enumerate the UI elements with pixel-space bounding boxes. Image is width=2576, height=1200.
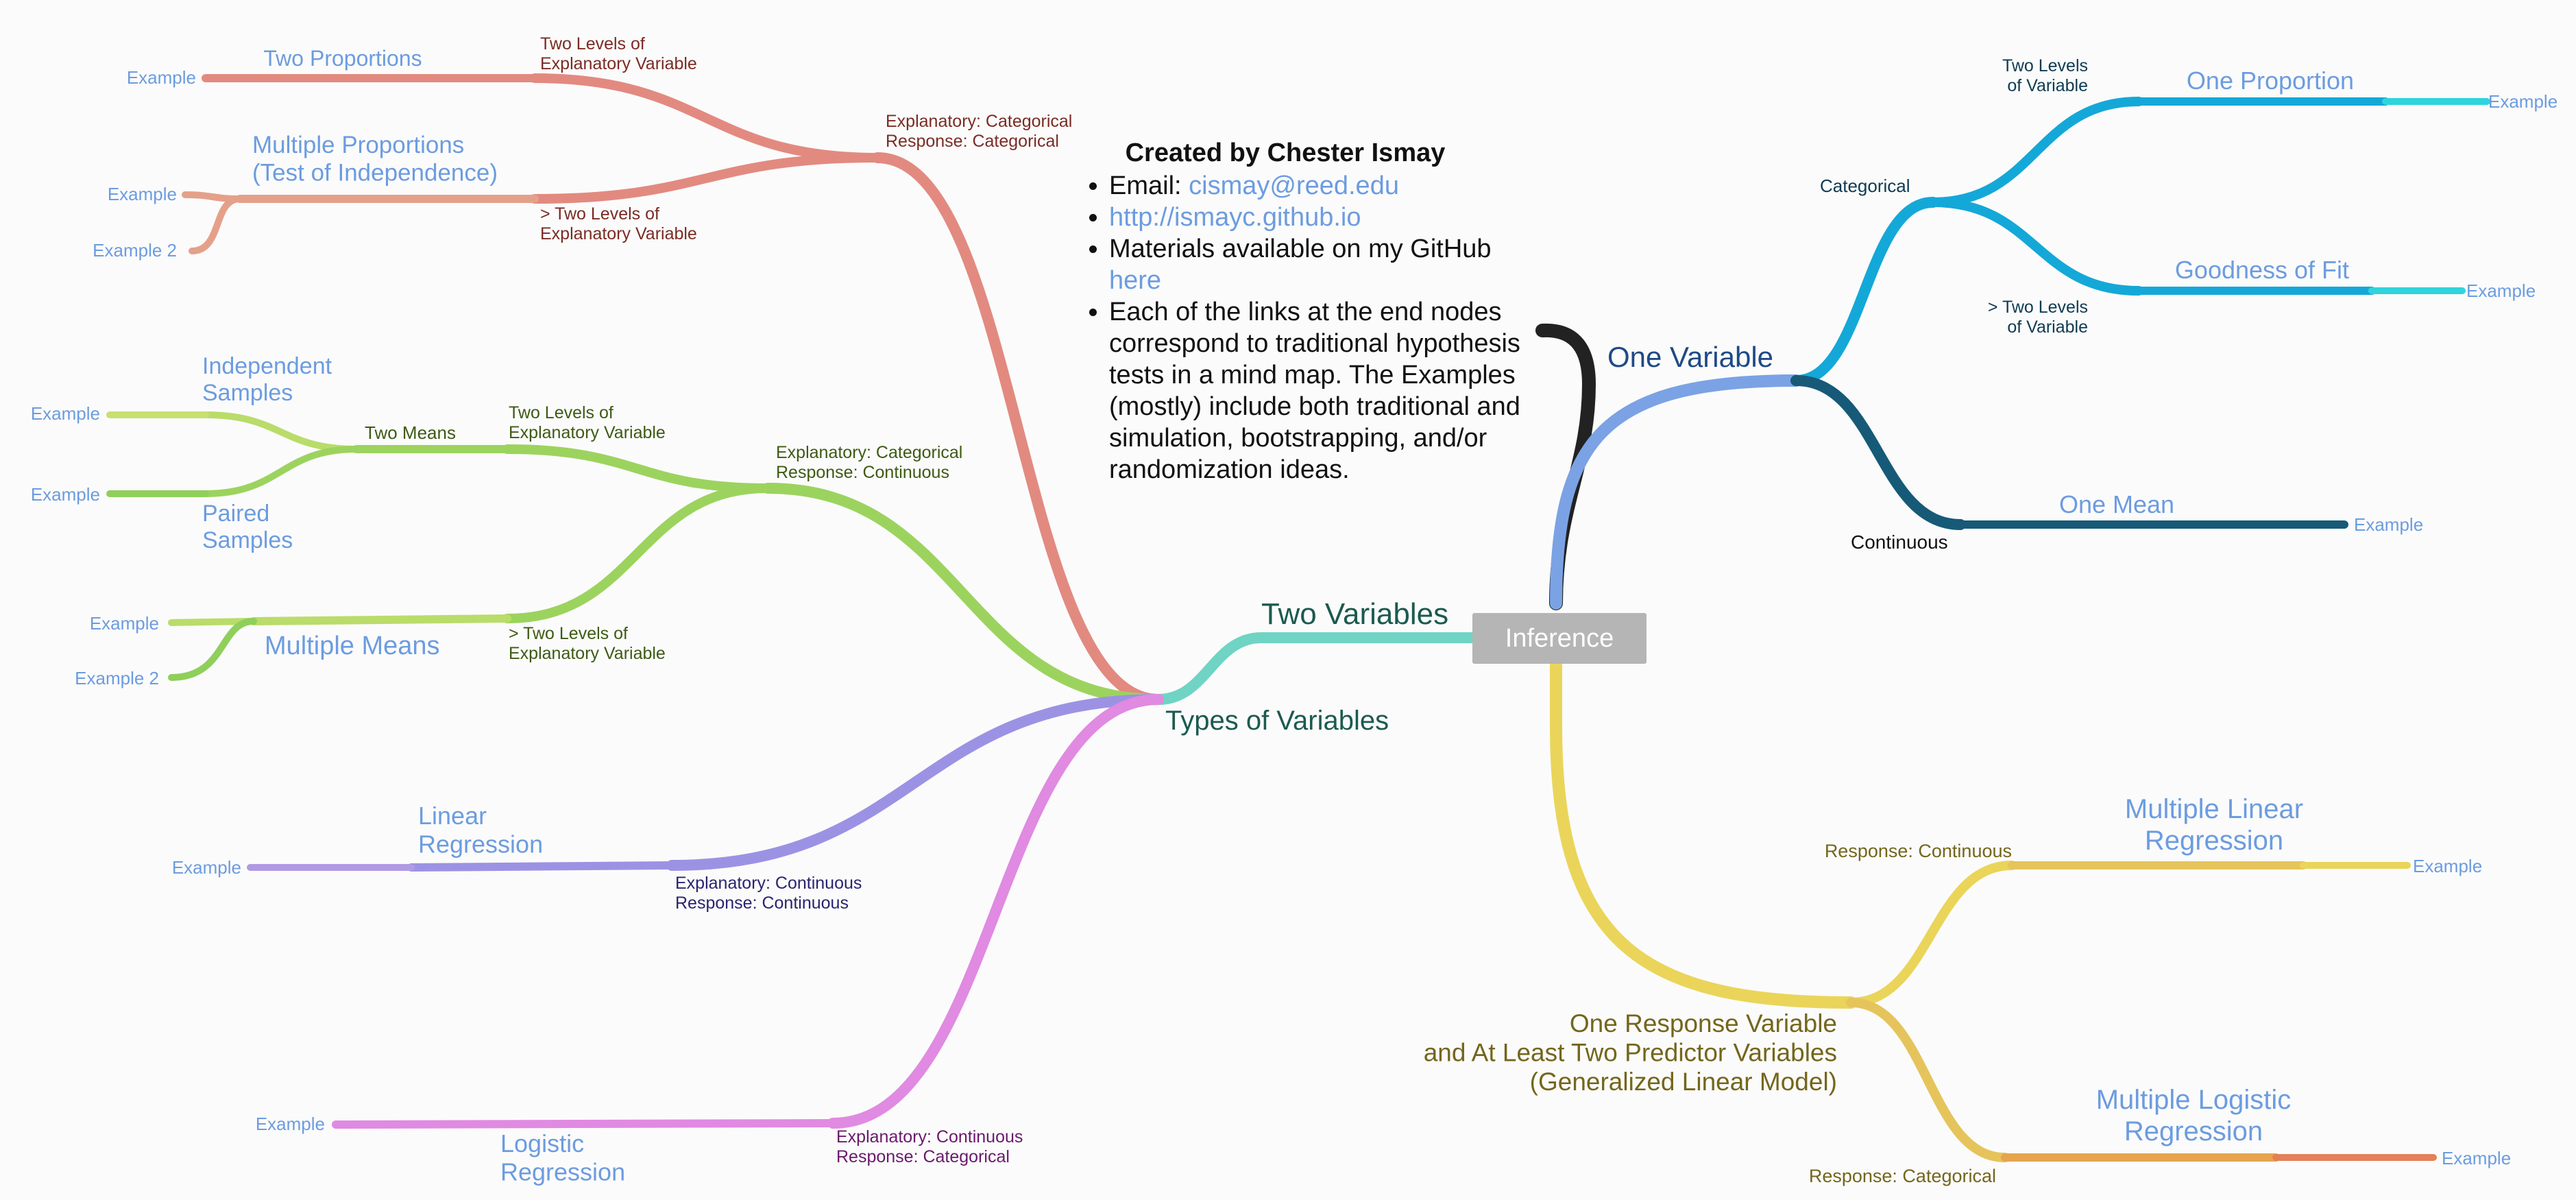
branch-two-levels-exp-a xyxy=(530,73,882,163)
github-here-link[interactable]: here xyxy=(1109,266,1162,295)
example-multiple-proportions-1[interactable]: Example xyxy=(108,184,177,204)
info-item-site: http://ismayc.github.io xyxy=(1109,202,1549,233)
node-goodness-of-fit[interactable]: Goodness of Fit xyxy=(2175,256,2349,284)
branch-continuous xyxy=(1790,375,1966,530)
node-one-variable: One Variable xyxy=(1607,341,1773,373)
materials-text: Materials available on my GitHub xyxy=(1109,235,1492,263)
branch-exp-cat-resp-cont xyxy=(762,483,1164,705)
example-multiple-means-1[interactable]: Example xyxy=(90,613,159,634)
example-multiple-means-2[interactable]: Example 2 xyxy=(75,668,159,688)
example-multiple-logistic-regression[interactable]: Example xyxy=(2442,1148,2511,1168)
branch-multiple-means xyxy=(250,614,511,625)
branch-multiple-means-ex2 xyxy=(168,618,257,681)
branch-gt-two-levels-exp-b xyxy=(502,483,773,623)
node-continuous: Continuous xyxy=(1851,531,1948,553)
example-paired-samples[interactable]: Example xyxy=(31,484,100,505)
node-types-of-variables: Types of Variables xyxy=(1165,706,1389,736)
example-goodness-of-fit[interactable]: Example xyxy=(2466,280,2536,301)
example-one-mean[interactable]: Example xyxy=(2354,514,2423,535)
branch-multiple-proportions-ex2 xyxy=(189,195,243,254)
email-prefix: Email: xyxy=(1109,171,1189,200)
node-multiple-proportions[interactable]: Multiple Proportions(Test of Independenc… xyxy=(252,132,498,186)
branch-two-levels-exp-b xyxy=(502,444,773,493)
example-multiple-proportions-2[interactable]: Example 2 xyxy=(93,240,177,261)
branch-logistic-regression xyxy=(332,1119,837,1129)
node-two-means: Two Means xyxy=(365,422,456,443)
node-two-proportions[interactable]: Two Proportions xyxy=(263,46,422,71)
root-node-inference[interactable]: Inference xyxy=(1472,613,1647,664)
node-one-mean[interactable]: One Mean xyxy=(2059,490,2174,518)
credit-heading: Created by Chester Ismay xyxy=(1125,139,1446,167)
node-categorical: Categorical xyxy=(1820,176,1910,196)
example-multiple-linear-regression[interactable]: Example xyxy=(2413,856,2482,876)
info-item-email: Email: cismay@reed.edu xyxy=(1109,170,1549,202)
website-link[interactable]: http://ismayc.github.io xyxy=(1109,203,1361,232)
node-two-variables: Two Variables xyxy=(1261,597,1448,631)
info-list: Email: cismay@reed.edu http://ismayc.git… xyxy=(1069,170,1549,485)
branch-two-levels-var xyxy=(1928,97,2143,207)
branch-one-variable xyxy=(1550,374,1802,610)
info-item-materials: Materials available on my GitHub here xyxy=(1109,233,1549,296)
email-link[interactable]: cismay@reed.edu xyxy=(1189,171,1399,200)
branch-exp-cat-resp-cat xyxy=(872,152,1164,705)
branch-response-continuous xyxy=(1846,861,2017,1007)
node-one-proportion[interactable]: One Proportion xyxy=(2187,67,2354,95)
branch-linear-regression xyxy=(407,861,676,872)
branch-gt-two-levels-exp-a xyxy=(530,153,882,204)
example-independent-samples[interactable]: Example xyxy=(31,403,100,424)
node-response-continuous: Response: Continuous xyxy=(1825,841,2012,861)
branch-exp-cont-resp-cat xyxy=(827,694,1164,1129)
info-item-note: Each of the links at the end nodes corre… xyxy=(1109,296,1549,485)
branch-exp-cont-resp-cont xyxy=(666,694,1164,871)
info-note: Created by Chester Ismay Email: cismay@r… xyxy=(1069,137,1549,485)
branch-two-variables xyxy=(1153,632,1479,705)
branch-categorical xyxy=(1790,197,1939,386)
branch-paired-samples xyxy=(202,446,360,497)
example-linear-regression[interactable]: Example xyxy=(172,857,241,878)
example-one-proportion[interactable]: Example xyxy=(2488,91,2557,112)
example-logistic-regression[interactable]: Example xyxy=(256,1114,325,1134)
mind-map-branches xyxy=(106,73,2490,1162)
node-multiple-means[interactable]: Multiple Means xyxy=(265,632,440,660)
branch-response-categorical xyxy=(1846,998,2010,1162)
branch-independent-samples xyxy=(202,411,360,453)
branch-glm xyxy=(1550,635,1857,1009)
example-two-proportions[interactable]: Example xyxy=(127,67,196,88)
branch-gt-two-levels-var xyxy=(1928,197,2143,296)
note-text: Each of the links at the end nodes corre… xyxy=(1109,298,1520,484)
node-response-categorical: Response: Categorical xyxy=(1809,1166,1996,1186)
